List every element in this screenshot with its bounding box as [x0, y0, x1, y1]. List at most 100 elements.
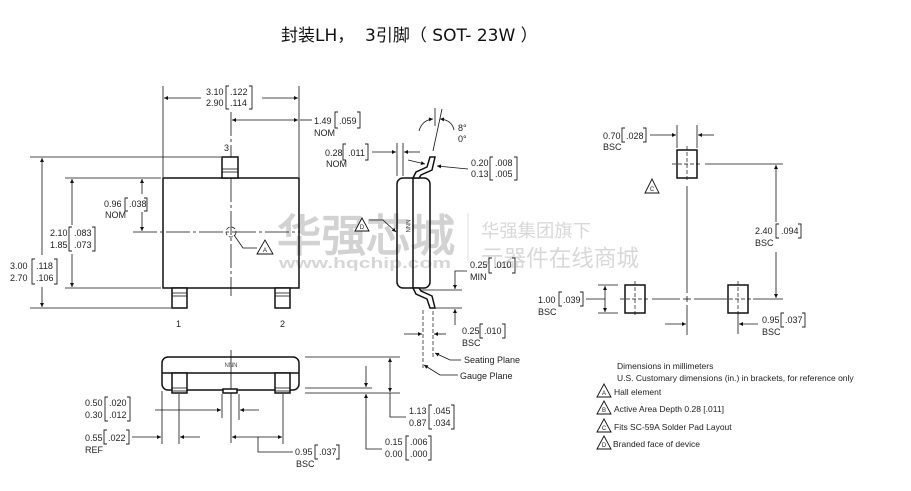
- pin-1-label: 1: [176, 319, 181, 329]
- seating-plane-label: Seating Plane: [464, 355, 520, 365]
- angle-min: 0°: [458, 134, 467, 144]
- note-flag-a: A Hall element: [596, 383, 662, 398]
- lead-outline: [274, 287, 291, 309]
- notes: Dimensions in millimeters U.S. Customary…: [596, 361, 854, 450]
- dim-lead-width: 0.50 0.30 .020 .012: [85, 396, 259, 422]
- bracket-right: [798, 223, 802, 239]
- bracket-left: [405, 435, 409, 461]
- branding-mark: NNN: [404, 220, 410, 233]
- dim-gauge-length: 0.25 .010 BSC: [404, 310, 506, 368]
- gauge-plane-callout: Gauge Plane: [423, 364, 513, 381]
- dim-value-inch: .037: [785, 315, 803, 325]
- watermark-tagline-1: 华强集团旗下: [481, 221, 591, 242]
- bracket-right: [249, 85, 253, 110]
- flag-letter: D: [360, 225, 365, 231]
- flag-letter: A: [263, 248, 267, 254]
- dim-value: 0.55: [85, 433, 103, 443]
- pad-3: [672, 146, 702, 182]
- flag-letter: C: [650, 187, 655, 193]
- pin-3-label: 3: [224, 143, 229, 153]
- dim-min: 0.13: [471, 169, 489, 179]
- bracket-left: [68, 226, 72, 252]
- page-title: 封装LH， 3引脚（ SOT- 23W ）: [281, 26, 538, 46]
- bracket-right: [144, 197, 148, 212]
- lead-outline: [274, 372, 291, 394]
- dim-max: 0.20: [471, 158, 489, 168]
- dim-value-inch: .028: [626, 131, 644, 141]
- pin-1-lead: [171, 287, 188, 309]
- front-lead-left: [171, 372, 188, 394]
- dim-min: 0.00: [385, 449, 403, 459]
- bracket-left: [31, 258, 35, 285]
- bracket-right: [428, 435, 432, 461]
- dim-max: 1.13: [409, 406, 427, 416]
- dim-max-inch: .083: [74, 228, 92, 238]
- dim-value: 1.00: [538, 295, 556, 305]
- dim-value: 1.49: [314, 116, 332, 126]
- dim-value: 0.95: [762, 315, 780, 325]
- bracket-right: [336, 444, 340, 460]
- land-pattern: C 0.70 .028 BSC 2.40 .094: [538, 125, 806, 337]
- top-view: 3 1 2 A 3.10 2.90 .122 .114: [10, 85, 361, 329]
- flag-letter: B: [602, 408, 606, 414]
- dim-value-inch: .039: [563, 295, 581, 305]
- note-flag-d: D Branded face of device: [596, 435, 700, 450]
- lead-outline: [221, 156, 239, 179]
- bracket-left: [558, 291, 562, 307]
- dim-type: NOM: [326, 159, 347, 169]
- front-lead-right: [274, 372, 291, 394]
- note-flag-c: C Fits SC-59A Solder Pad Layout: [596, 418, 732, 433]
- bracket-left: [342, 143, 346, 161]
- dim-min: 1.85: [50, 240, 68, 250]
- flag-d-icon: D: [354, 217, 370, 232]
- dim-max: 0.15: [385, 437, 403, 447]
- dim-type: NOM: [314, 128, 335, 138]
- dim-min-inch: .005: [495, 169, 513, 179]
- bracket-left: [775, 223, 779, 239]
- dim-type: MIN: [470, 272, 487, 282]
- hall-element-leader: [233, 234, 257, 249]
- leader-line: [365, 412, 382, 450]
- bracket-right: [54, 258, 58, 285]
- bracket-right: [357, 111, 361, 129]
- bracket-left: [104, 396, 108, 422]
- watermark: 华强芯城 www.hqchip.com 华强集团旗下 元器件在线商城: [277, 211, 639, 272]
- dim-max-inch: .006: [410, 437, 428, 447]
- seating-plane-callout: Seating Plane: [434, 352, 520, 365]
- dim-min: 0.30: [85, 410, 103, 420]
- flag-c-icon: C: [644, 177, 660, 194]
- note-flag-b: B Active Area Depth 0.28 [.011]: [596, 400, 724, 415]
- dim-row-spacing: 2.40 .094 BSC: [705, 163, 802, 298]
- dim-max-inch: .118: [36, 261, 53, 271]
- bracket-left: [334, 111, 338, 129]
- bracket-right: [643, 127, 647, 143]
- flag-triangle: [354, 217, 370, 232]
- angle-lead-line: [432, 108, 443, 152]
- dim-min-inch: .012: [109, 410, 127, 420]
- bracket-left: [488, 257, 492, 274]
- watermark-url: www.hqchip.com: [278, 255, 451, 272]
- note-text: Hall element: [614, 387, 662, 397]
- dim-type: BSC: [755, 238, 774, 248]
- dim-value-inch: .022: [108, 433, 126, 443]
- dim-overall-height: 3.00 2.70 .118 .106: [10, 156, 221, 309]
- branding-mark: NNN: [225, 363, 238, 369]
- bracket-left: [621, 127, 625, 143]
- flag-letter: A: [602, 391, 606, 397]
- dim-package-height: 1.13 0.87 .045 .034: [388, 358, 455, 430]
- dim-standoff-min: 0.25 .010 MIN: [420, 257, 516, 325]
- dim-lead-thickness-nom: 0.28 .011 NOM: [325, 143, 420, 176]
- front-view: NNN 0.50 0.30 .020 .012 0.: [85, 350, 455, 469]
- dim-type: REF: [85, 445, 104, 455]
- dim-value: 0.70: [603, 131, 621, 141]
- dim-hall-offset: 0.96 .038 NOM: [104, 179, 148, 231]
- hall-element-marker: [225, 226, 237, 238]
- dim-min-inch: .073: [74, 240, 92, 250]
- pad-1: [620, 281, 650, 317]
- dim-min-inch: .034: [433, 418, 451, 428]
- angle-max: 8°: [458, 123, 467, 133]
- bracket-left: [780, 312, 784, 328]
- dim-value: 0.96: [104, 199, 122, 209]
- watermark-brand: 华强芯城: [277, 211, 455, 262]
